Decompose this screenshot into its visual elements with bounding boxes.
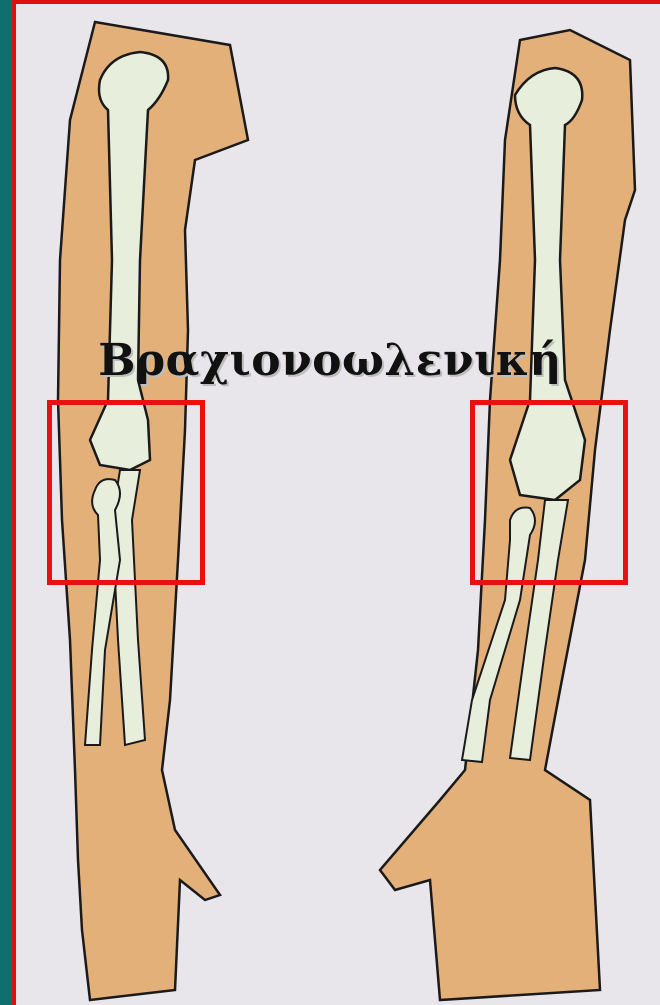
right-elbow-highlight-box [470,400,628,585]
left-elbow-highlight-box [47,400,205,585]
slide-title: Βραχιονοωλενική [0,335,660,386]
